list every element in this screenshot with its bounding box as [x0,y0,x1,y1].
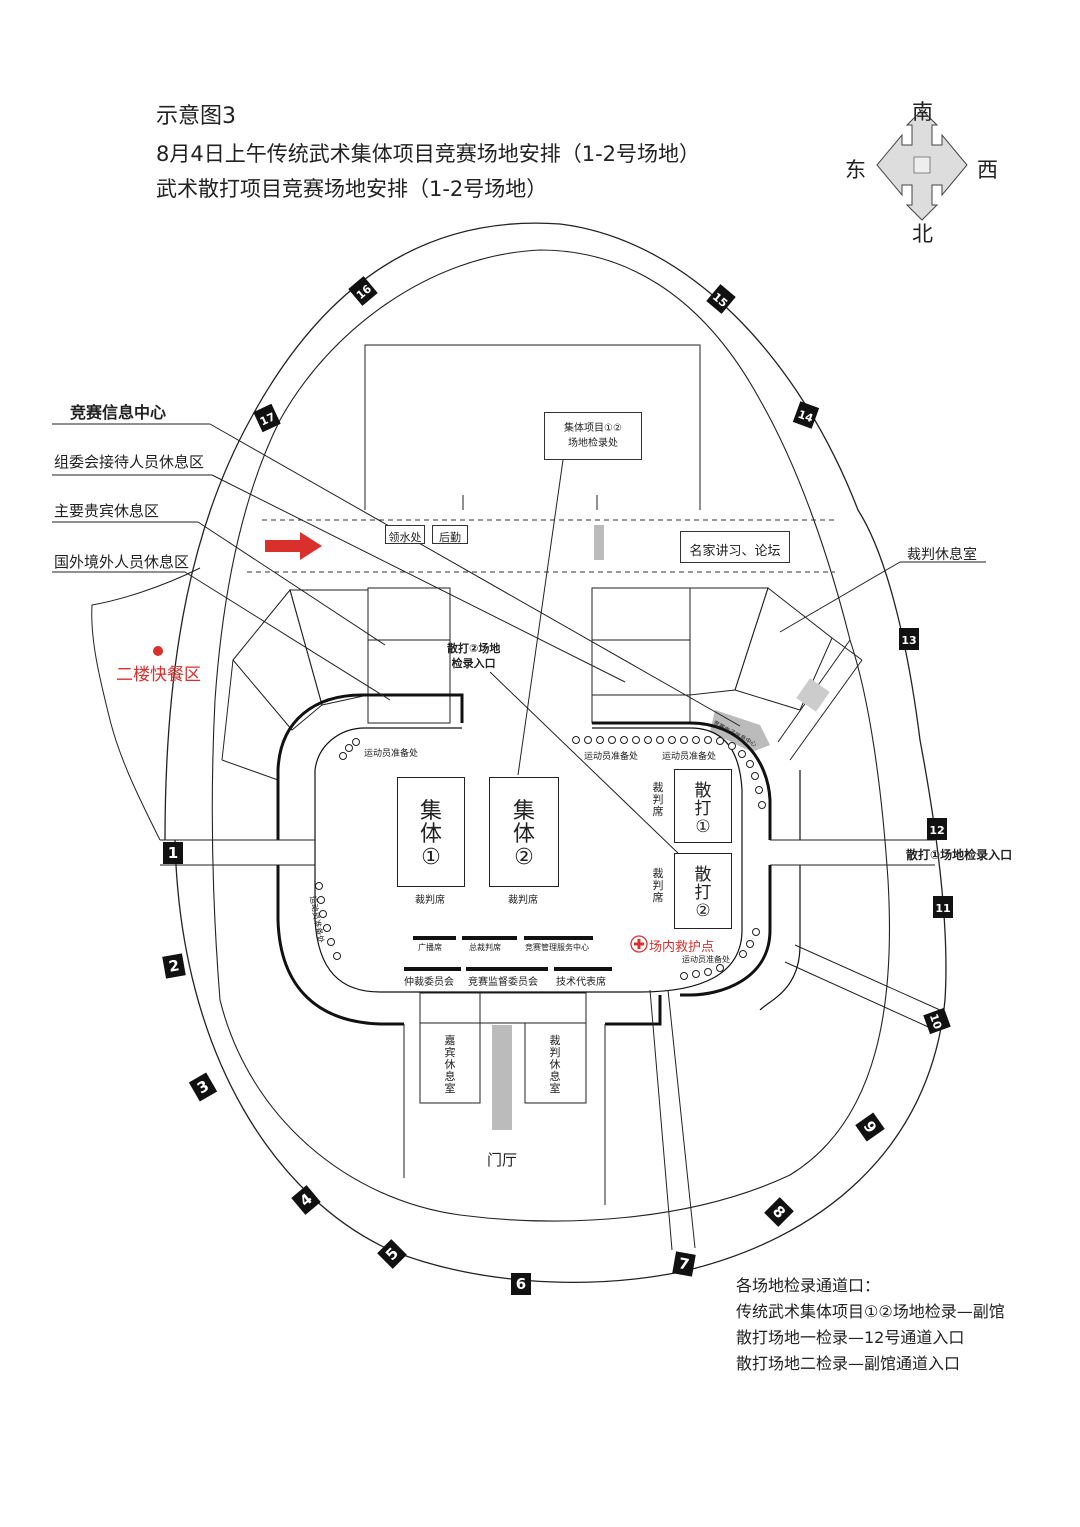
channel-17: 17 [253,403,281,433]
forum-box: 名家讲习、论坛 [680,531,790,563]
water-box: 领水处 [385,525,425,544]
top-building [364,344,701,510]
compass-north: 北 [912,222,933,246]
channel-label: 11 [935,902,950,915]
sanda-court-1-l1: 散 [694,781,712,801]
info-center-label: 竞赛信息中心 [70,403,167,422]
group-court-2: 集 体 ② [489,777,559,887]
note-2: 散打场地一检录—12号通道入口 [736,1328,965,1347]
broadcast-table: 广播席 [418,943,442,952]
channel-9: 9 [855,1112,885,1142]
foreign-rest-label: 国外境外人员休息区 [54,553,190,571]
outer-ring [164,222,947,1283]
chief-ref-table: 总裁判席 [469,943,501,952]
channel-6: 6 [511,1273,531,1295]
group-checkin-box: 集体项目①② 场地检录处 [544,412,642,460]
channel-5: 5 [377,1239,407,1269]
channel-label: 7 [677,1254,690,1274]
athlete-prep-2: 运动员准备处 [584,752,639,762]
athlete-prep-4: 运动员准备处 [682,955,730,964]
sanda-court-1-num: ① [695,817,711,837]
supervision-table: 竞赛监督委员会 [468,977,538,988]
channel-13: 13 [899,628,919,650]
referee-seat-sanda-2: 裁判席 [652,867,664,904]
logistics-box: 后勤 [432,525,468,544]
referee-seat-sanda-1: 裁判席 [652,781,664,818]
sanda-court-2: 散 打 ② [674,853,732,929]
note-3: 散打场地二检录—副馆通道入口 [736,1354,961,1373]
channel-8: 8 [764,1197,794,1227]
channel-label: 6 [516,1275,526,1293]
sanda-court-1: 散 打 ① [674,769,732,843]
sanda1-entry-label: 散打①场地检录入口 [906,848,1013,862]
channel-10: 10 [923,1007,951,1035]
athlete-prep-1: 运动员准备处 [364,749,419,759]
referee-rest-label-right: 裁判休息室 [907,547,977,563]
channel-3: 3 [188,1072,218,1102]
figure-title: 示意图3 [156,104,236,129]
guest-room-label: 嘉宾休息室 [444,1034,456,1095]
channel-14: 14 [792,401,820,429]
sanda-court-2-l2: 打 [694,883,712,903]
first-aid-icon [630,935,648,953]
arbitration-table: 仲裁委员会 [404,977,454,988]
group-court-1: 集 体 ① [397,777,465,887]
mgmt-table: 竞赛管理服务中心 [525,943,589,952]
group-court-1-l1: 集 [419,799,442,824]
channel-4: 4 [291,1185,321,1215]
snack-area [91,567,201,841]
group-checkin-label: 集体项目①② 场地检录处 [564,423,622,449]
channel-label: 12 [929,824,944,837]
channel-1: 1 [163,842,183,864]
channel-7: 7 [672,1251,696,1277]
group-court-2-l1: 集 [512,799,535,824]
first-aid-label: 场内救护点 [649,940,715,955]
compass-east: 东 [845,158,866,182]
channel-2: 2 [162,953,186,979]
compass-west: 西 [977,158,998,182]
hall-wall [276,693,772,840]
channel-11: 11 [933,896,953,918]
channel-12: 12 [927,818,947,840]
sanda2-entry-label: 散打②场地 检录入口 [447,642,501,670]
lobby-label: 门厅 [487,1151,518,1169]
direction-arrow [265,532,322,560]
channel-label: 10 [927,1012,945,1031]
referee-seat-2: 裁判席 [508,895,538,906]
channel-label: 14 [796,408,815,426]
note-1: 传统武术集体项目①②场地检录—副馆 [736,1302,1005,1321]
channel-label: 17 [258,410,277,428]
group-court-2-num: ② [514,845,534,870]
compass-south: 南 [912,100,933,124]
sanda-court-2-num: ② [695,901,711,921]
sanda-court-1-l2: 打 [694,799,712,819]
compass-rose [876,109,968,221]
sanda-court-2-l1: 散 [694,865,712,885]
snack-area-label: 二楼快餐区 [116,665,201,685]
athlete-prep-3: 运动员准备处 [662,752,717,762]
ref-room-label: 裁判休息室 [549,1034,561,1095]
group-court-1-l2: 体 [419,822,442,847]
channel-15: 15 [706,284,736,314]
tech-rep-table: 技术代表席 [556,977,606,988]
group-court-2-l2: 体 [512,822,535,847]
logistics-label: 后勤 [439,531,461,544]
channel-label: 1 [168,844,178,862]
notes-title: 各场地检录通道口： [736,1276,881,1295]
title-line-2: 武术散打项目竞赛场地安排（1-2号场地） [156,177,548,201]
committee-rest-label: 组委会接待人员休息区 [54,453,205,471]
title-line-1: 8月4日上午传统武术集体项目竞赛场地安排（1-2号场地） [156,142,701,166]
referee-seat-1: 裁判席 [415,895,445,906]
vip-rest-label: 主要贵宾休息区 [54,502,160,520]
water-label: 领水处 [388,531,422,544]
forum-label: 名家讲习、论坛 [689,544,781,559]
channel-label: 2 [167,956,180,976]
group-court-1-num: ① [421,845,441,870]
channel-16: 16 [348,276,378,306]
channel-label: 13 [901,634,916,647]
